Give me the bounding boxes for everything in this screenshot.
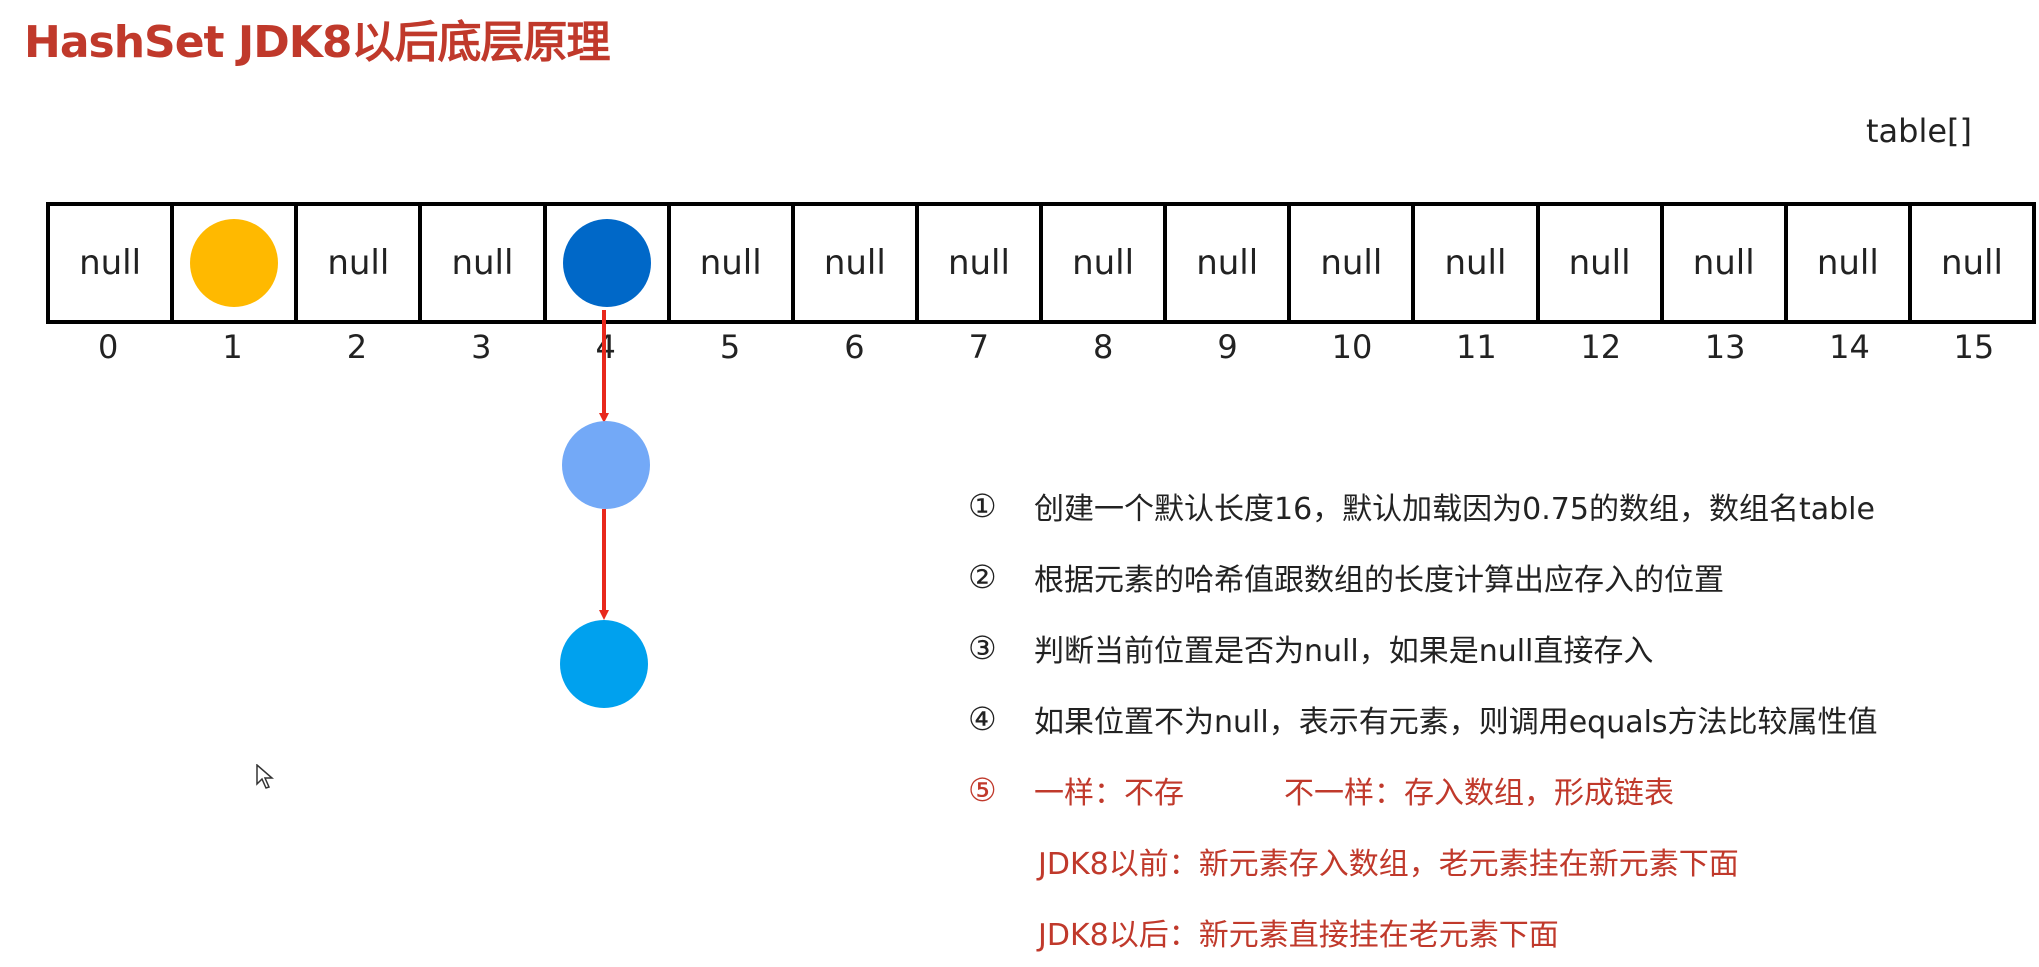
cell-value: null (823, 243, 886, 283)
array-cell-0: null (50, 206, 175, 320)
cell-value: null (1568, 243, 1631, 283)
cell-value: null (1196, 243, 1259, 283)
array-cell-14: null (1788, 206, 1912, 320)
element-node-yellow (190, 219, 279, 307)
cell-value: null (699, 243, 762, 283)
cell-value: null (1444, 243, 1507, 283)
chain-node-light-blue (562, 421, 650, 509)
array-index: 12 (1580, 328, 1622, 366)
array-index: 3 (471, 328, 492, 366)
mouse-cursor-icon (256, 764, 274, 789)
cell-value: null (1320, 243, 1383, 283)
cell-value: null (1072, 243, 1135, 283)
array-cell-6: null (795, 206, 919, 320)
step-text: 创建一个默认长度16，默认加载因为0.75的数组，数组名table (1034, 491, 1875, 527)
step-number: ⑤ (968, 770, 997, 809)
array-cell-9: null (1167, 206, 1292, 320)
array-index: 15 (1953, 328, 1995, 366)
table-array-label: table[] (1866, 112, 1973, 150)
array-index: 6 (844, 328, 865, 366)
step-4: ④ 如果位置不为null，表示有元素，则调用equals方法比较属性值 (968, 683, 2028, 754)
cell-value: null (327, 243, 390, 283)
step-text: 判断当前位置是否为null，如果是null直接存入 (1034, 633, 1654, 669)
array-index: 7 (968, 328, 989, 366)
chain-node-cyan (560, 620, 648, 708)
array-index: 10 (1331, 328, 1373, 366)
cell-value: null (1692, 243, 1755, 283)
array-index: 4 (595, 328, 616, 366)
array-cell-10: null (1291, 206, 1416, 320)
array-index: 11 (1455, 328, 1497, 366)
array-index: 9 (1217, 328, 1238, 366)
array-cell-7: null (919, 206, 1043, 320)
cell-value: null (947, 243, 1010, 283)
array-index: 14 (1829, 328, 1870, 366)
steps-list: ① 创建一个默认长度16，默认加载因为0.75的数组，数组名table ② 根据… (968, 470, 2028, 967)
cell-value: null (1940, 243, 2003, 283)
element-node-blue (562, 219, 651, 307)
array-index: 5 (719, 328, 741, 366)
array-cell-3: null (422, 206, 547, 320)
note-before-jdk8: JDK8以前：新元素存入数组，老元素挂在新元素下面 (1038, 846, 1739, 882)
cell-value: null (79, 243, 142, 283)
array-index: 8 (1093, 328, 1114, 366)
step-number: ④ (968, 699, 997, 738)
page-title: HashSet JDK8以后底层原理 (24, 17, 611, 68)
step-text: 如果位置不为null，表示有元素，则调用equals方法比较属性值 (1034, 704, 1878, 740)
step-number: ② (968, 557, 997, 596)
step-text: 根据元素的哈希值跟数组的长度计算出应存入的位置 (1034, 562, 1724, 598)
array-cell-4 (547, 206, 671, 320)
step-1: ① 创建一个默认长度16，默认加载因为0.75的数组，数组名table (968, 470, 2028, 541)
array-index: 2 (346, 328, 368, 366)
array-cell-8: null (1043, 206, 1168, 320)
step-5-different: 不一样：存入数组，形成链表 (1284, 775, 1674, 811)
array-cell-12: null (1540, 206, 1664, 320)
note-after-jdk8: JDK8以后：新元素直接挂在老元素下面 (1038, 917, 1559, 953)
step-3: ③ 判断当前位置是否为null，如果是null直接存入 (968, 612, 2028, 683)
cell-value: null (1816, 243, 1879, 283)
step-2: ② 根据元素的哈希值跟数组的长度计算出应存入的位置 (968, 541, 2028, 612)
array-cell-11: null (1415, 206, 1540, 320)
step-number: ③ (968, 628, 997, 667)
array-cell-2: null (298, 206, 423, 320)
array-index: 13 (1704, 328, 1746, 366)
array-index: 1 (222, 328, 243, 366)
array-index-row: 0 1 2 3 4 5 6 7 8 9 10 11 12 13 14 15 (46, 328, 2036, 366)
array-cell-13: null (1664, 206, 1788, 320)
cell-value: null (451, 243, 514, 283)
step-5-same: 一样：不存 (1034, 775, 1184, 811)
array-cell-15: null (1912, 206, 2032, 320)
hash-table-array: null null null null null null null null … (46, 202, 2036, 324)
array-index: 0 (98, 328, 119, 366)
array-cell-5: null (671, 206, 795, 320)
step-5: ⑤ 一样：不存 不一样：存入数组，形成链表 (968, 754, 2028, 825)
step-number: ① (968, 486, 997, 525)
array-cell-1 (174, 206, 299, 320)
